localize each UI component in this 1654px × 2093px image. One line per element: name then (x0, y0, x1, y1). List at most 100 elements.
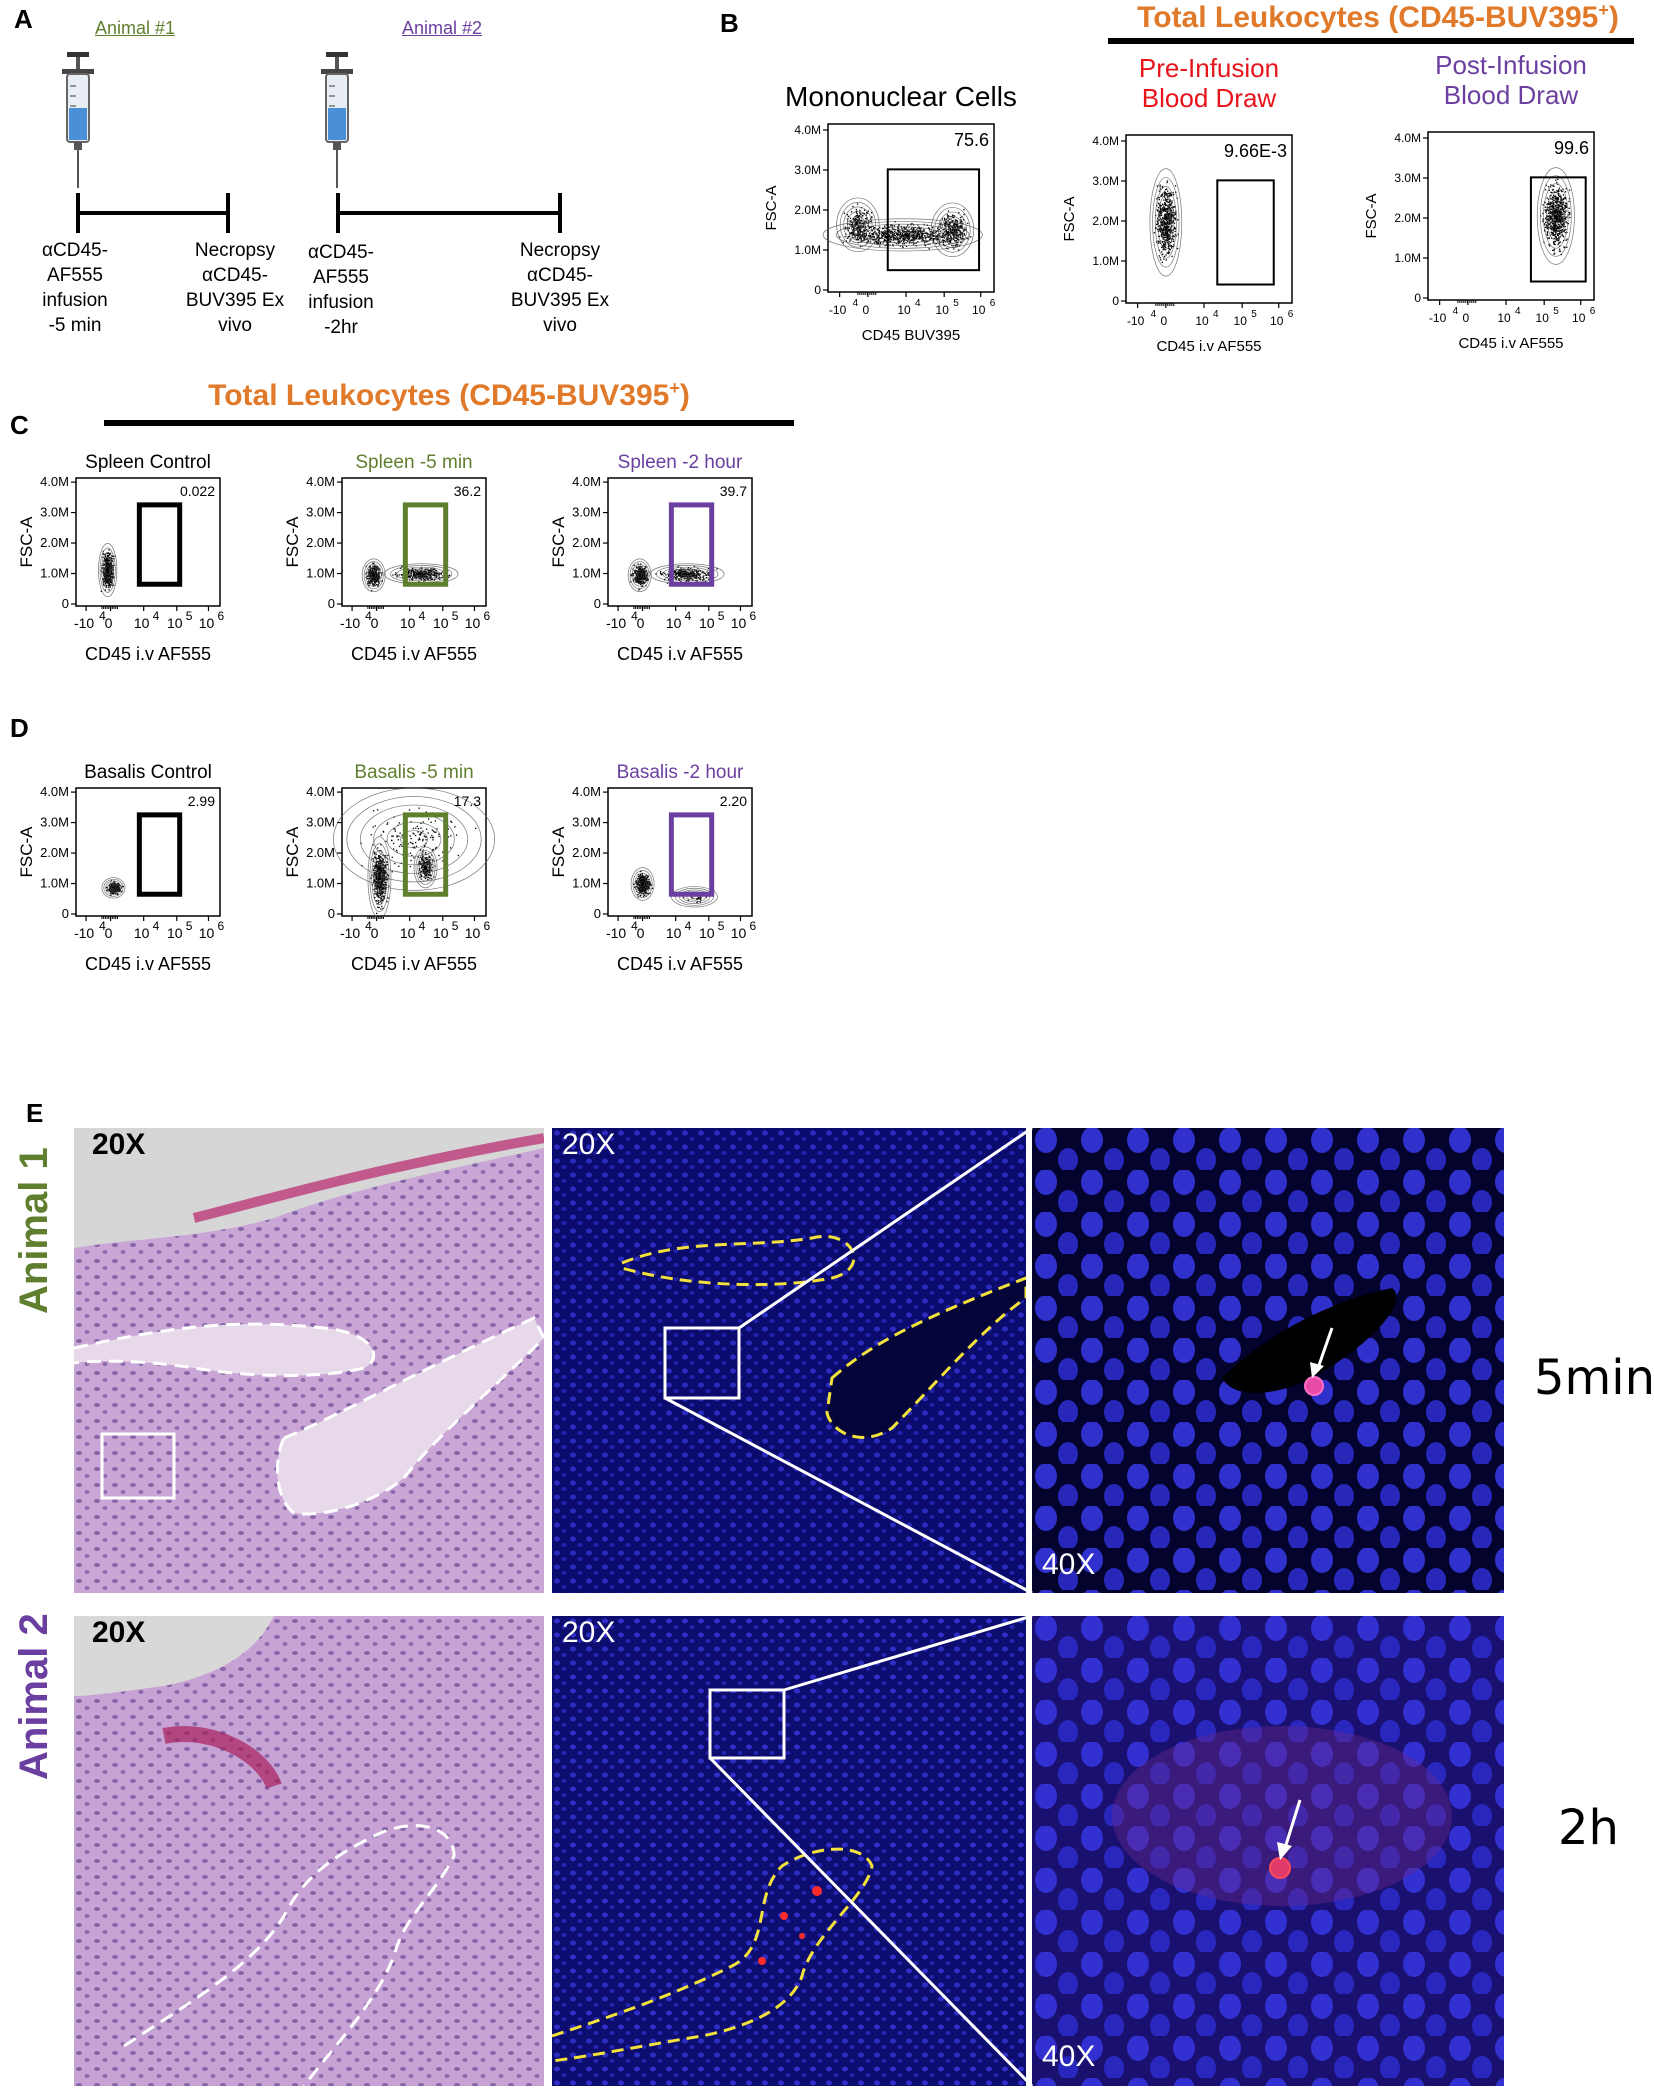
x-tick-label: 0 (371, 615, 379, 631)
plot-title: Mononuclear Cells (785, 82, 1017, 112)
y-axis-label: FSC-A (1061, 197, 1078, 242)
x-axis-label: CD45 i.v AF555 (1156, 338, 1261, 355)
x-tick-label: 0 (1160, 314, 1167, 328)
panel-c-banner: Total Leukocytes (CD45-BUV395+) (208, 378, 690, 412)
x-tick-exp: 4 (99, 919, 106, 933)
x-tick-label: 10 (134, 925, 150, 941)
plot-title: Spleen -2 hour (618, 452, 743, 473)
y-tick-label: 4.0M (572, 784, 601, 799)
if-stain-picture (552, 1128, 1026, 1593)
plot-title: Basalis -5 min (354, 762, 473, 783)
plot-title: Spleen -5 min (355, 452, 472, 473)
y-tick-label: 3.0M (40, 505, 69, 520)
plot-title: Basalis Control (84, 762, 212, 783)
syringe-icon (321, 52, 353, 188)
x-tick-exp: 6 (1288, 309, 1294, 320)
gate-rectangle (668, 502, 715, 587)
x-tick-label: -10 (829, 303, 847, 317)
x-tick-label: 10 (972, 303, 986, 317)
density-contours (822, 197, 983, 258)
y-tick-label: 4.0M (572, 474, 601, 489)
syringe-icon (62, 52, 94, 188)
x-tick-label: 10 (465, 925, 481, 941)
x-axis-label: CD45 i.v AF555 (85, 954, 211, 974)
y-tick-label: 1.0M (572, 876, 601, 891)
x-tick-exp: 4 (1213, 309, 1219, 320)
panel-letter-a: A (14, 4, 33, 34)
x-tick-label: -10 (340, 925, 360, 941)
event-dots (1539, 178, 1571, 256)
x-tick-label: 10 (1572, 311, 1586, 325)
time-label-2h: 2h (1558, 1800, 1619, 1856)
x-tick-exp: 4 (685, 609, 692, 623)
animal2-title: Animal #2 (402, 18, 483, 38)
gate-value: 36.2 (454, 483, 481, 499)
x-tick-exp: 5 (718, 919, 725, 933)
x-axis-label: CD45 i.v AF555 (351, 644, 477, 664)
x-tick-label: 10 (936, 303, 950, 317)
he-image-animal2 (74, 1616, 544, 2086)
y-tick-label: 2.0M (794, 203, 821, 217)
x-tick-exp: 5 (718, 609, 725, 623)
y-tick-label: 4.0M (40, 784, 69, 799)
y-tick-label: 0 (1112, 294, 1119, 308)
x-tick-label: 10 (1270, 314, 1284, 328)
mag-20x: 20X (562, 1128, 616, 1161)
y-tick-label: 4.0M (1394, 131, 1421, 145)
x-tick-label: 10 (666, 925, 682, 941)
x-tick-label: -10 (74, 615, 94, 631)
x-axis-label: CD45 i.v AF555 (617, 954, 743, 974)
x-tick-label: 0 (637, 615, 645, 631)
gate-value: 2.99 (188, 793, 215, 809)
x-axis-label: CD45 BUV395 (862, 327, 960, 344)
x-tick-exp: 5 (452, 609, 459, 623)
x-tick-exp: 4 (1515, 306, 1521, 317)
he-image-animal1 (74, 1128, 544, 1593)
panel-letter-c: C (10, 410, 29, 440)
y-axis-label: FSC-A (283, 826, 302, 878)
y-tick-label: 3.0M (306, 815, 335, 830)
gate-rectangle (668, 812, 715, 897)
x-tick-exp: 4 (419, 919, 426, 933)
y-axis-label: FSC-A (17, 516, 36, 568)
y-tick-label: 4.0M (794, 123, 821, 137)
gate-value: 2.20 (720, 793, 747, 809)
y-tick-label: 2.0M (1092, 214, 1119, 228)
gate-rectangle (136, 812, 183, 897)
panel-letter-e: E (26, 1098, 44, 1128)
plot-frame (1125, 134, 1293, 304)
y-tick-label: 2.0M (1394, 211, 1421, 225)
panel-b-banner-rule (1108, 38, 1634, 44)
x-tick-label: 0 (1462, 311, 1469, 325)
time-label-5min: 5min (1534, 1350, 1654, 1406)
x-tick-label: 0 (637, 925, 645, 941)
x-tick-label: 10 (465, 615, 481, 631)
y-axis-label: FSC-A (283, 516, 302, 568)
y-tick-label: 3.0M (1394, 171, 1421, 185)
gate-rectangle (136, 502, 183, 587)
x-axis-label: CD45 i.v AF555 (85, 644, 211, 664)
x-axis-label: CD45 i.v AF555 (1458, 335, 1563, 352)
x-tick-label: 10 (1497, 311, 1511, 325)
x-tick-exp: 4 (365, 609, 372, 623)
x-tick-exp: 6 (483, 609, 490, 623)
y-axis-label: FSC-A (549, 826, 568, 878)
y-tick-label: 3.0M (40, 815, 69, 830)
plot-title: Spleen Control (85, 452, 211, 473)
panel-b-banner: Total Leukocytes (CD45-BUV395+) (1137, 0, 1619, 34)
flow-plot-9: Basalis -2 hour4.0M3.0M2.0M1.0M0FSC-A-10… (549, 762, 756, 974)
x-tick-label: -10 (340, 615, 360, 631)
x-tick-exp: 4 (1151, 309, 1157, 320)
x-tick-label: 10 (199, 615, 215, 631)
x-tick-label: 10 (731, 615, 747, 631)
x-tick-exp: 5 (452, 919, 459, 933)
x-axis-label: CD45 i.v AF555 (617, 644, 743, 664)
x-tick-label: 10 (134, 615, 150, 631)
mag-20x: 20X (562, 1616, 616, 1649)
x-tick-exp: 5 (1553, 306, 1559, 317)
y-tick-label: 2.0M (572, 535, 601, 550)
